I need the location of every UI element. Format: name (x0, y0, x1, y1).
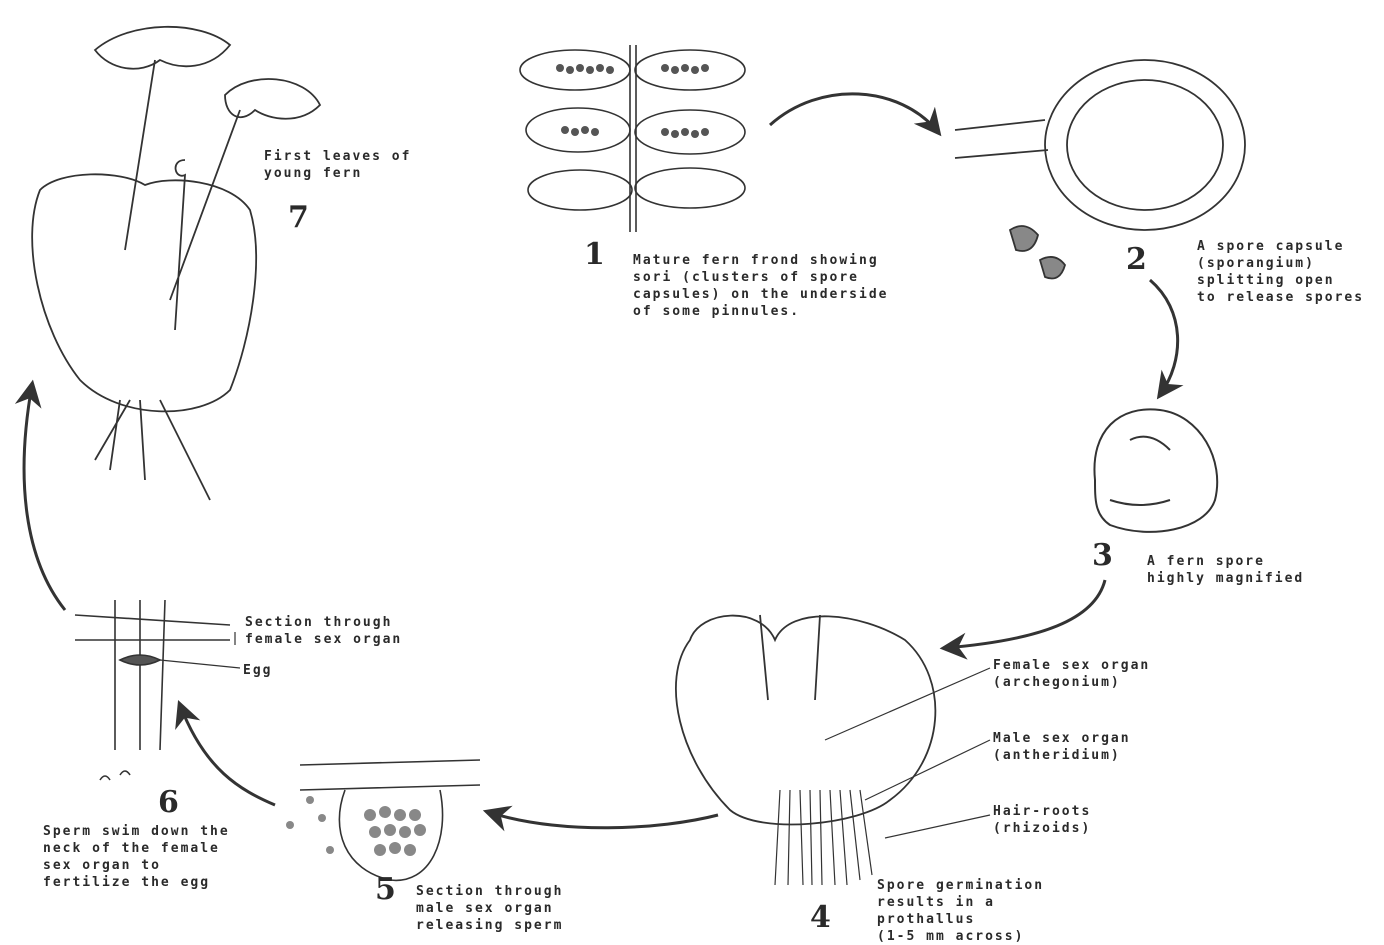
cycle-arrows (24, 94, 1178, 828)
stage-3-caption: A fern spore highly magnified (1147, 553, 1304, 587)
stage-6-number: 6 (158, 785, 179, 820)
stage-6-caption: Sperm swim down the neck of the female s… (43, 823, 230, 891)
stage-2-caption: A spore capsule (sporangium) splitting o… (1197, 238, 1364, 306)
egg-label: Egg (243, 662, 272, 679)
stage-7-caption: First leaves of young fern (264, 148, 411, 182)
label-leader-lines (160, 632, 990, 838)
section-female-organ-label: Section through female sex organ (245, 614, 402, 648)
male-sex-organ-label: Male sex organ (antheridium) (993, 730, 1131, 764)
stage-4-number: 4 (810, 900, 831, 935)
spore-drawing (1094, 409, 1217, 532)
prothallus-drawing (676, 615, 935, 885)
stage-7-number: 7 (288, 200, 309, 235)
stage-5-number: 5 (375, 872, 396, 907)
young-fern-drawing (32, 27, 320, 500)
stage-1-number: 1 (584, 237, 605, 272)
female-sex-organ-label: Female sex organ (archegonium) (993, 657, 1150, 691)
stage-5-caption: Section through male sex organ releasing… (416, 883, 563, 934)
antheridium-drawing (286, 760, 480, 880)
stage-1-caption: Mature fern frond showing sori (clusters… (633, 252, 889, 320)
stage-2-number: 2 (1126, 242, 1147, 277)
stage-3-number: 3 (1092, 538, 1113, 573)
stage-4-caption: Spore germination results in a prothallu… (877, 877, 1044, 945)
fern-frond-drawing (520, 45, 745, 232)
hair-roots-label: Hair-roots (rhizoids) (993, 803, 1091, 837)
